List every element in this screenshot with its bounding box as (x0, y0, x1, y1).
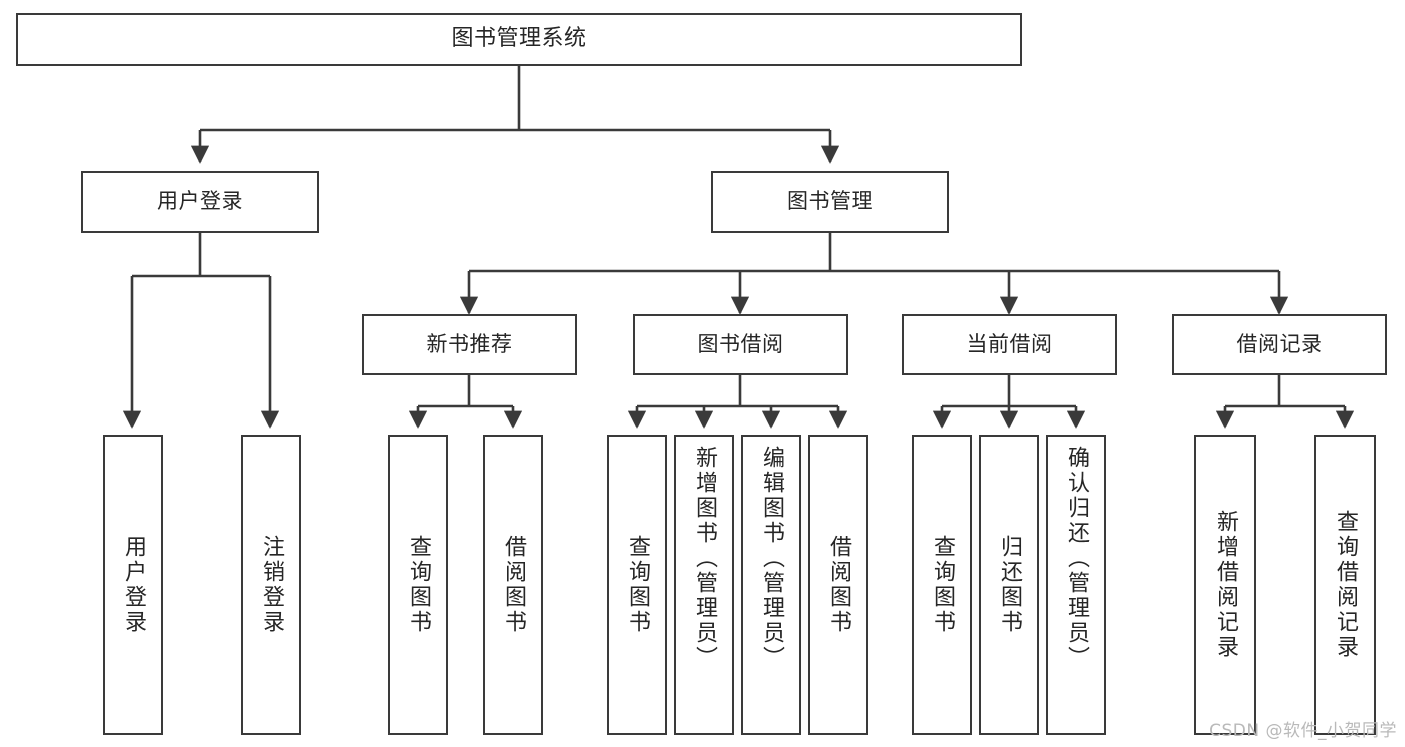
node-label: 新书推荐 (426, 331, 513, 356)
node-label: 图书借阅 (697, 331, 784, 356)
node-label: 用户登录 (121, 535, 146, 635)
node-label: 编辑图书（管理员） (759, 446, 784, 671)
node-leaf-return-book[interactable]: 归还图书 (979, 435, 1039, 735)
node-leaf-query-book-current[interactable]: 查询图书 (912, 435, 972, 735)
node-label: 注销登录 (259, 535, 284, 635)
node-label: 借阅记录 (1236, 331, 1323, 356)
node-leaf-query-borrow-record[interactable]: 查询借阅记录 (1314, 435, 1376, 735)
node-leaf-add-borrow-record[interactable]: 新增借阅记录 (1194, 435, 1256, 735)
node-label: 确认归还（管理员） (1064, 446, 1089, 671)
node-label: 当前借阅 (966, 331, 1053, 356)
node-label: 用户登录 (157, 189, 243, 214)
node-leaf-add-book-admin[interactable]: 新增图书（管理员） (674, 435, 734, 735)
node-book-borrow[interactable]: 图书借阅 (633, 314, 848, 375)
node-label: 查询图书 (406, 535, 431, 635)
node-label: 新增借阅记录 (1213, 510, 1238, 660)
node-label: 借阅图书 (826, 535, 851, 635)
node-label: 归还图书 (997, 535, 1022, 635)
node-borrow-record[interactable]: 借阅记录 (1172, 314, 1387, 375)
node-book-management[interactable]: 图书管理 (711, 171, 949, 233)
node-user-login[interactable]: 用户登录 (81, 171, 319, 233)
node-leaf-borrow-book-recommend[interactable]: 借阅图书 (483, 435, 543, 735)
node-leaf-confirm-return-admin[interactable]: 确认归还（管理员） (1046, 435, 1106, 735)
node-current-borrow[interactable]: 当前借阅 (902, 314, 1117, 375)
node-leaf-user-login[interactable]: 用户登录 (103, 435, 163, 735)
node-label: 图书管理系统 (451, 26, 587, 52)
node-root-book-management-system[interactable]: 图书管理系统 (16, 13, 1022, 66)
node-label: 新增图书（管理员） (692, 446, 717, 671)
node-label: 图书管理 (787, 189, 873, 214)
node-new-book-recommend[interactable]: 新书推荐 (362, 314, 577, 375)
node-leaf-borrow-book[interactable]: 借阅图书 (808, 435, 868, 735)
watermark-text: CSDN @软件_小贺同学 (1209, 721, 1397, 741)
node-leaf-query-book-recommend[interactable]: 查询图书 (388, 435, 448, 735)
node-label: 借阅图书 (501, 535, 526, 635)
node-leaf-edit-book-admin[interactable]: 编辑图书（管理员） (741, 435, 801, 735)
node-label: 查询图书 (930, 535, 955, 635)
node-label: 查询借阅记录 (1333, 510, 1358, 660)
node-label: 查询图书 (625, 535, 650, 635)
node-leaf-logout[interactable]: 注销登录 (241, 435, 301, 735)
node-leaf-query-book-borrow[interactable]: 查询图书 (607, 435, 667, 735)
